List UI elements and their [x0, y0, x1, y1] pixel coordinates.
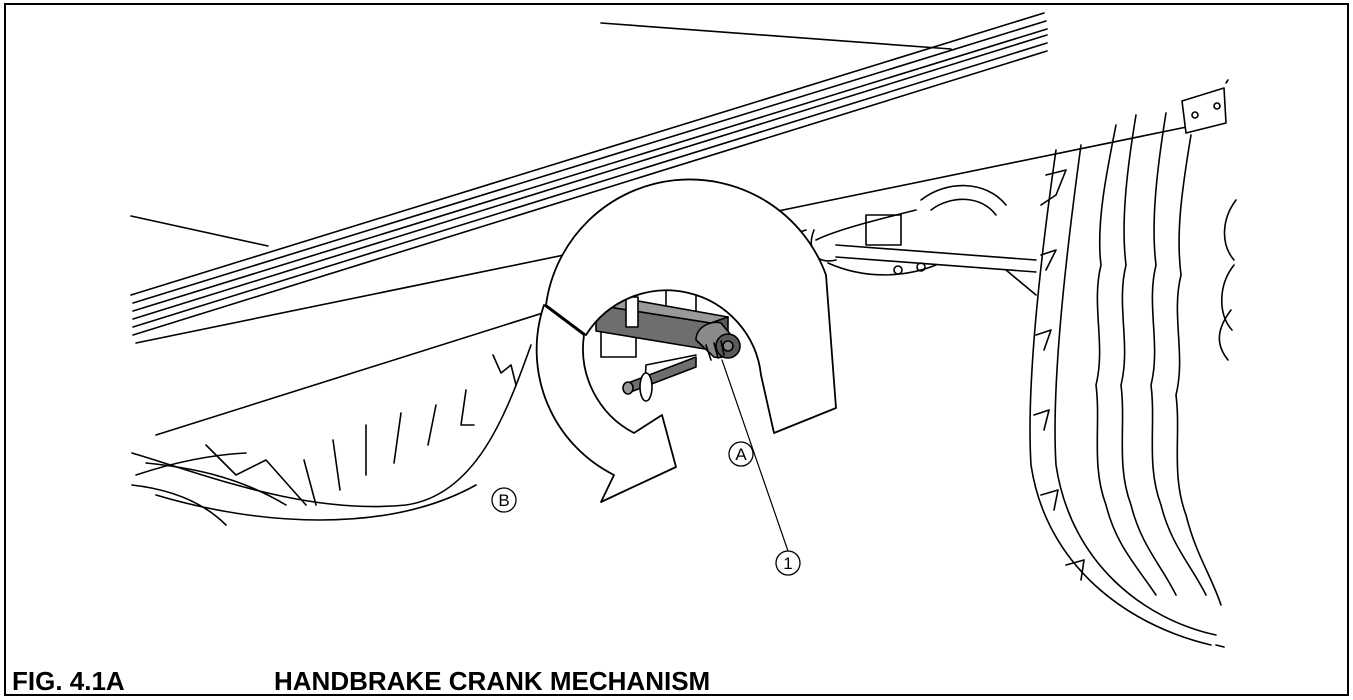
figure-number: FIG. 4.1A: [12, 666, 125, 696]
figure-frame: A B 1 FIG. 4.1A HANDBRAKE CRANK MECHANIS…: [4, 3, 1349, 696]
figure-title: HANDBRAKE CRANK MECHANISM: [274, 666, 711, 696]
callout-circle-b: [491, 487, 517, 513]
leader-line-part-1: [721, 359, 789, 552]
handbrake-illustration: A B 1: [130, 12, 1237, 648]
callout-label-b: B: [498, 491, 509, 510]
axle-assembly: [810, 184, 1037, 296]
callout-circle-a: [728, 441, 754, 467]
front-tire: [1029, 112, 1237, 648]
rotation-arrow-b-icon: [535, 304, 677, 503]
callout-label-1: 1: [783, 554, 792, 573]
rotation-arrow-a-icon: [545, 178, 837, 434]
rear-tire: [131, 344, 532, 526]
callout-circle-1: [775, 550, 801, 576]
crank-housing: [595, 269, 741, 402]
callout-label-a: A: [735, 445, 747, 464]
